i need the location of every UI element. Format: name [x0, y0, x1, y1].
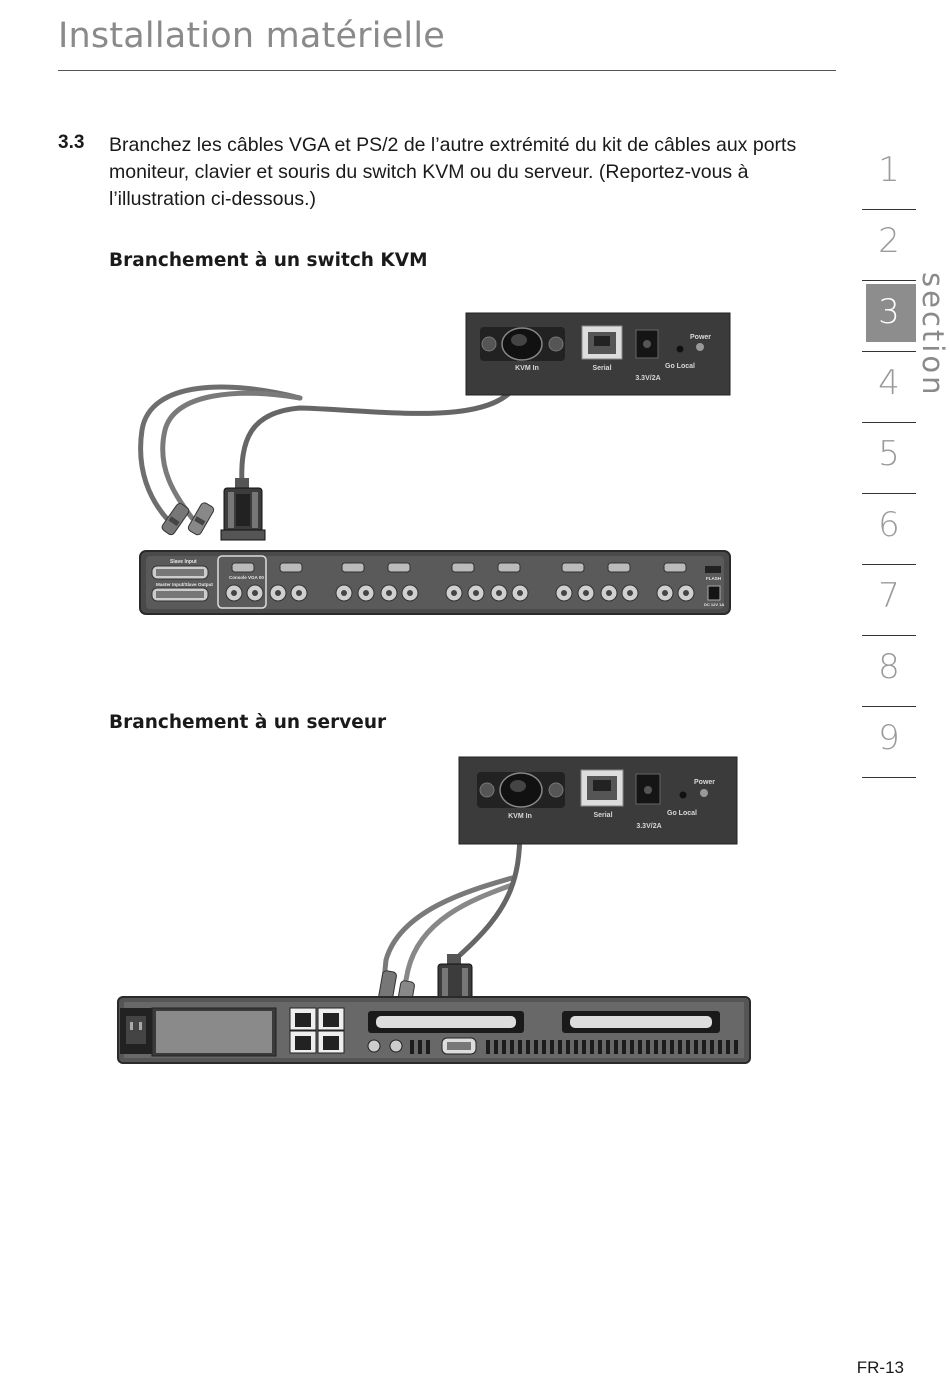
section-nav-item-4[interactable]: 4: [862, 353, 916, 423]
section-nav-rule: [862, 493, 916, 494]
section-nav-item-2[interactable]: 2: [862, 211, 916, 281]
ps2-cable-2: [160, 390, 303, 521]
go-local-label: Go Local: [665, 363, 695, 370]
flash-label: FLASH: [706, 576, 721, 581]
kvm-switch-panel: Slave Input Master Input/Slave Output Co…: [139, 550, 731, 615]
vga-cable: [239, 375, 523, 488]
section-nav-number: 9: [878, 718, 900, 758]
serial-label: Serial: [592, 365, 611, 372]
kvm-in-label-2: KVM In: [508, 813, 532, 820]
kvm-module-box-2: KVM In Serial 3.3V/2A Go Local Power: [458, 756, 738, 845]
master-io-label: Master Input/Slave Output: [156, 582, 213, 587]
section-nav-number: 5: [878, 434, 900, 474]
section-nav-item-7[interactable]: 7: [862, 566, 916, 636]
section-nav-number: 4: [878, 363, 900, 403]
active-section-box: [866, 284, 916, 342]
dc-label: DC 12V 1A: [704, 602, 724, 607]
power-label: Power: [690, 334, 711, 341]
step-number: 3.3: [58, 132, 85, 153]
kvm-module-box-1: KVM In Serial 3.3V/2A Go Local Power: [465, 312, 731, 396]
server-rear-panel: [117, 996, 751, 1064]
section-nav-item-9[interactable]: 9: [862, 708, 916, 778]
ps2-plug-1: [161, 503, 190, 536]
section-nav-number: 8: [878, 647, 900, 687]
page-number: FR-13: [856, 1358, 904, 1377]
section-nav-item-6[interactable]: 6: [862, 495, 916, 565]
section-nav-rule: [862, 209, 916, 210]
section-nav-number: 2: [878, 221, 900, 261]
section-nav-item-8[interactable]: 8: [862, 637, 916, 707]
section-nav-rule: [862, 280, 916, 281]
section-nav-item-3[interactable]: 3: [862, 282, 916, 352]
section-nav-rule: [862, 635, 916, 636]
section-label: section: [916, 272, 950, 398]
section-nav-rule: [862, 351, 916, 352]
server-figure-heading: Branchement à un serveur: [109, 712, 387, 733]
server-ps2-cable-1: [381, 875, 515, 983]
section-nav-number: 7: [878, 576, 900, 616]
slave-input-label: Slave Input: [170, 559, 197, 565]
section-nav-item-1[interactable]: 1: [862, 140, 916, 210]
section-nav-item-5[interactable]: 5: [862, 424, 916, 494]
section-nav-number: 1: [878, 150, 900, 190]
power-rating-label-2: 3.3V/2A: [636, 823, 661, 830]
section-nav-rule: [862, 564, 916, 565]
serial-label-2: Serial: [593, 812, 612, 819]
server-connection-diagram: KVM In Serial 3.3V/2A Go Local Power: [117, 756, 751, 1064]
ps2-cable-1: [138, 384, 303, 523]
server-ps2-cable-2: [401, 882, 515, 993]
header-rule: [58, 70, 836, 71]
section-nav-number: 6: [878, 505, 900, 545]
section-nav-rule: [862, 777, 916, 778]
server-vga-cable: [457, 825, 523, 958]
kvm-figure-heading: Branchement à un switch KVM: [109, 250, 428, 271]
step-text: Branchez les câbles VGA et PS/2 de l’aut…: [109, 134, 797, 210]
page-header-title: Installation matérielle: [58, 16, 446, 56]
section-nav-rule: [862, 422, 916, 423]
console-label: Console VGA 00: [229, 575, 264, 580]
power-rating-label: 3.3V/2A: [635, 375, 660, 382]
ps2-plug-2: [187, 502, 215, 536]
go-local-label-2: Go Local: [667, 810, 697, 817]
kvm-in-label: KVM In: [515, 365, 539, 372]
kvm-connection-diagram: KVM In Serial 3.3V/2A Go Local Power Sla…: [138, 312, 731, 615]
section-nav-rule: [862, 706, 916, 707]
section-nav-number: 3: [878, 292, 900, 332]
power-label-2: Power: [694, 779, 715, 786]
vga-plug: [220, 478, 266, 541]
